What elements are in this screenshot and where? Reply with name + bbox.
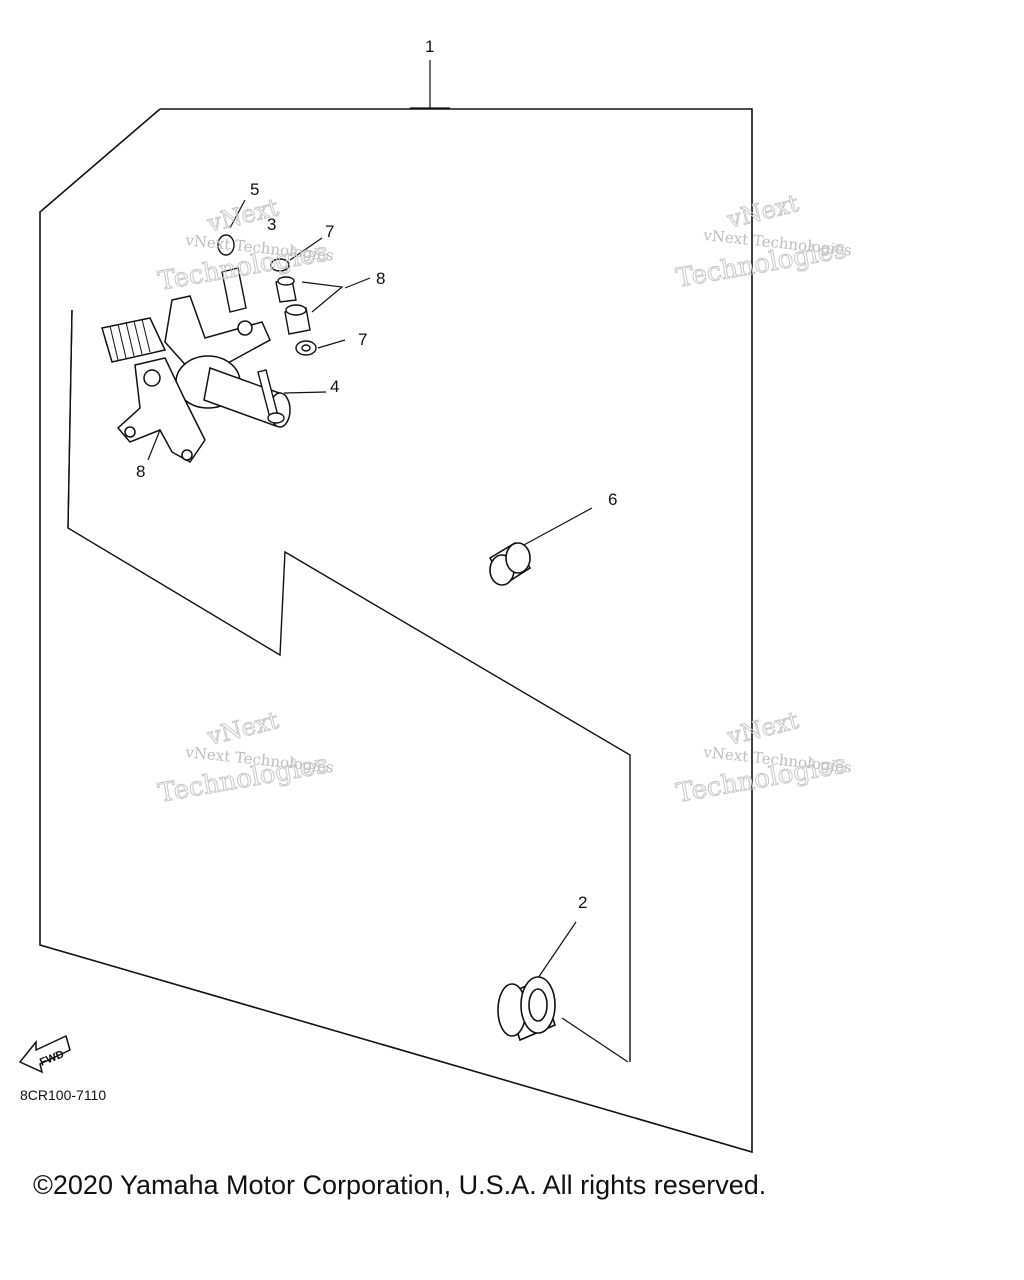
watermark-bottom-left: vNext Technologies vNext Technologies — [156, 706, 335, 810]
bushing-part-6 — [488, 541, 532, 586]
watermark-bottom-right: vNext Technologies vNext Technologies — [674, 706, 853, 810]
callout-7-top: 7 — [325, 222, 334, 241]
kit-outline — [39, 108, 753, 1154]
callout-3: 3 — [267, 215, 276, 234]
copyright-text: ©2020 Yamaha Motor Corporation, U.S.A. A… — [33, 1170, 767, 1200]
shaft-bracket-assembly — [101, 295, 291, 463]
watermark-top-right: vNext Technologies vNext Technologies — [674, 189, 853, 295]
callout-6: 6 — [608, 490, 617, 509]
callout-8-left: 8 — [136, 462, 145, 481]
callout-5: 5 — [250, 180, 259, 199]
leader-lines — [147, 60, 629, 1063]
callout-2: 2 — [578, 893, 587, 912]
inner-sheet-outline — [67, 309, 631, 1062]
bearing-part-2 — [497, 976, 556, 1042]
callout-1: 1 — [425, 37, 434, 56]
callout-7-bottom: 7 — [358, 330, 367, 349]
callout-8-right: 8 — [376, 269, 385, 288]
svg-text:vNext: vNext — [204, 706, 282, 751]
diagram-code: 8CR100-7110 — [20, 1087, 106, 1103]
small-parts — [217, 234, 317, 424]
watermark-top-left: vNext Technologies vNext Technologies — [156, 193, 335, 298]
fwd-arrow-icon: FWD — [18, 1034, 71, 1074]
svg-text:vNext: vNext — [724, 706, 802, 751]
callout-4: 4 — [330, 377, 339, 396]
svg-text:vNext: vNext — [724, 189, 802, 234]
